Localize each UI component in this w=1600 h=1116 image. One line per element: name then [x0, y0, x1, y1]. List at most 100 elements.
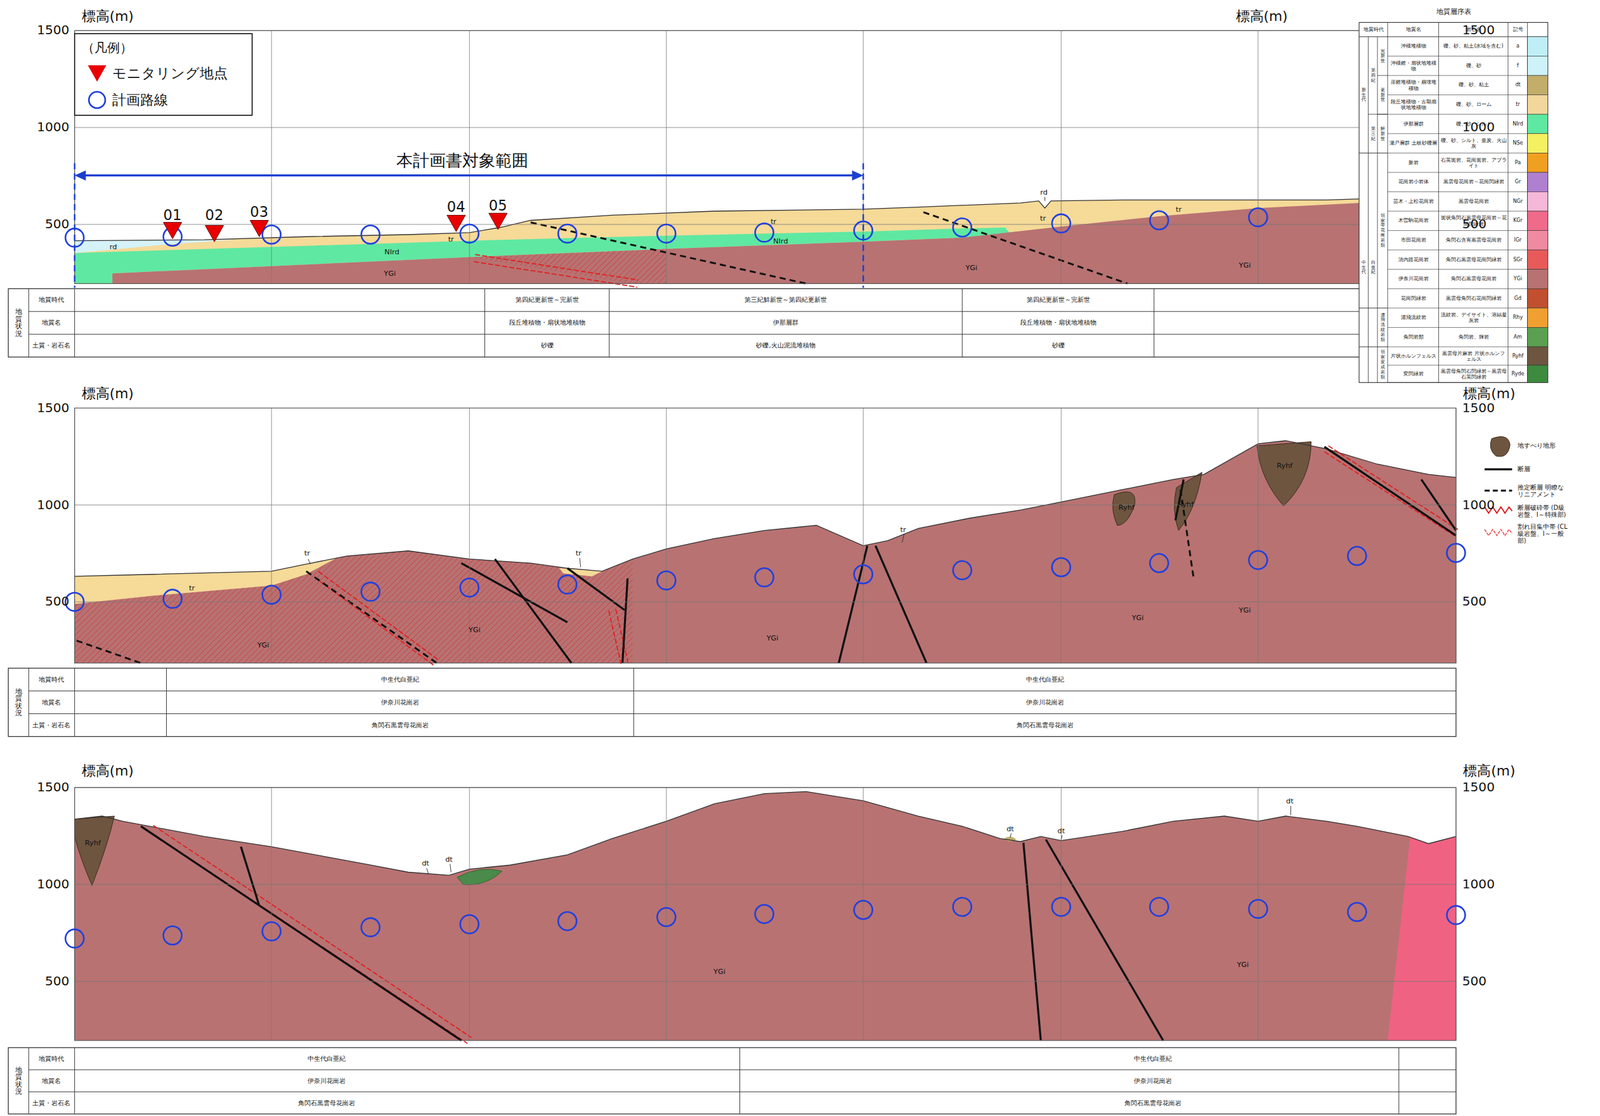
small-label: 角閃岩類	[1388, 334, 1438, 340]
color-swatch	[1527, 249, 1548, 270]
route-circle	[262, 922, 281, 941]
route-circle	[1052, 214, 1071, 233]
table-rule	[1387, 22, 1389, 37]
route-circle	[953, 561, 972, 580]
grid-line	[271, 30, 273, 284]
small-label: 黒雲母片麻岩 片状ホルンフェルス	[1439, 350, 1507, 362]
small-label: 地質層序表	[1436, 7, 1472, 16]
label-text: 1500	[36, 400, 70, 416]
arrow-head	[74, 170, 87, 181]
small-label: 砂礫	[1052, 342, 1065, 350]
table-frame	[8, 1047, 1457, 1115]
color-swatch	[1527, 211, 1548, 231]
table-rule	[1387, 36, 1389, 383]
small-label: 石英斑岩、花崗斑岩、アプライト	[1439, 156, 1507, 169]
small-label: a	[1508, 43, 1528, 50]
table-rule	[74, 288, 75, 358]
label-text: 04	[447, 199, 466, 216]
legend-marker	[88, 65, 107, 82]
small-label: tr	[188, 583, 195, 592]
small-label: Ryde	[1508, 370, 1528, 377]
table-rule	[1377, 114, 1388, 115]
small-label: 伊奈川花崗岩	[1026, 698, 1065, 706]
inferred-fault	[923, 212, 1128, 285]
small-label: 沖積錐・扇状地堆積物	[1388, 60, 1438, 72]
label-text: 500	[45, 594, 70, 610]
small-label: 新生代	[1361, 87, 1366, 103]
grid-line	[1257, 408, 1259, 664]
table-rule	[1387, 307, 1528, 309]
label-text: 1500	[1462, 780, 1495, 796]
small-label: dt	[1006, 824, 1015, 833]
small-label: 礫、砂、シルト、亜炭、火山灰	[1439, 137, 1507, 150]
label-text: 1000	[1462, 497, 1495, 513]
grid-line	[74, 884, 1457, 885]
small-label: tr	[575, 549, 582, 558]
table-rule	[1387, 114, 1528, 115]
grid-line	[665, 787, 667, 1041]
route-circle	[656, 224, 676, 243]
table-rule	[28, 334, 1457, 335]
small-label: 変閃緑岩	[1388, 370, 1438, 377]
leader-line	[1290, 806, 1292, 815]
legend-text: 断層	[1517, 466, 1531, 474]
route-circle	[755, 223, 774, 242]
grid-line	[1257, 30, 1259, 284]
small-label: 地質時代	[38, 1055, 65, 1063]
leader-line	[450, 864, 452, 873]
route-circle	[163, 589, 183, 609]
color-swatch	[1527, 114, 1548, 134]
label-text: 1500	[36, 780, 70, 796]
table-rule	[1507, 22, 1509, 37]
terrace-deposit	[74, 558, 337, 604]
table-rule	[1438, 22, 1439, 37]
label-text: 02	[205, 207, 224, 224]
route-circle	[1149, 897, 1169, 917]
small-label: 中生代白亜紀	[1133, 1055, 1172, 1063]
legend-circle	[88, 91, 106, 109]
small-label: 領家帯花崗岩類	[1380, 213, 1386, 248]
small-label: NIrd	[773, 236, 788, 245]
small-label: 中生代白亜紀	[381, 676, 420, 683]
color-swatch	[1527, 172, 1548, 193]
route-circle	[460, 578, 479, 597]
leader-line	[1010, 833, 1012, 838]
label-text: 1000	[36, 497, 70, 513]
table-rule	[1527, 22, 1528, 37]
route-circle	[1446, 906, 1465, 925]
table-rule	[1387, 211, 1528, 212]
small-label: tr	[1040, 214, 1046, 223]
route-circle	[1149, 554, 1169, 573]
small-label: 砂礫,火山泥流堆積物	[755, 342, 815, 350]
color-swatch	[1527, 55, 1548, 76]
color-swatch	[1527, 152, 1548, 173]
table-rule	[1387, 152, 1528, 154]
route-circle	[755, 568, 774, 587]
label-text: 標高(m)	[81, 8, 134, 25]
table-rule	[1387, 94, 1528, 96]
table-rule	[1387, 346, 1528, 347]
small-label: KGr	[1508, 218, 1528, 224]
table-rule	[28, 1091, 1457, 1093]
label-text: 1000	[36, 120, 70, 136]
small-label: tr	[448, 234, 455, 243]
color-swatch	[1527, 191, 1548, 212]
small-label: 濃飛流紋岩類	[1380, 312, 1386, 344]
grid-line	[469, 408, 470, 664]
route-circle	[1052, 558, 1071, 577]
small-label: 礫、砂、シルト	[1439, 121, 1507, 127]
small-label: Ryhf	[1508, 353, 1528, 359]
small-label: 流紋岩、デイサイト、溶結凝灰岩	[1439, 312, 1507, 324]
route-circle	[1347, 903, 1366, 922]
hatched-zone	[469, 249, 666, 285]
legend-text: 割れ目集中帯 (CL級岩盤、I～一般部)	[1517, 523, 1569, 545]
grid-line	[74, 504, 1457, 506]
small-label: Gr	[1508, 179, 1528, 186]
table-rule	[1387, 75, 1528, 77]
route-circle	[361, 582, 380, 602]
table-rule	[1387, 55, 1528, 57]
fracture-zone	[474, 254, 638, 280]
small-label: 角閃岩、輝岩	[1439, 334, 1507, 340]
legend-text: 断層破砕帯 (D級岩盤、I～特殊部)	[1517, 504, 1569, 519]
